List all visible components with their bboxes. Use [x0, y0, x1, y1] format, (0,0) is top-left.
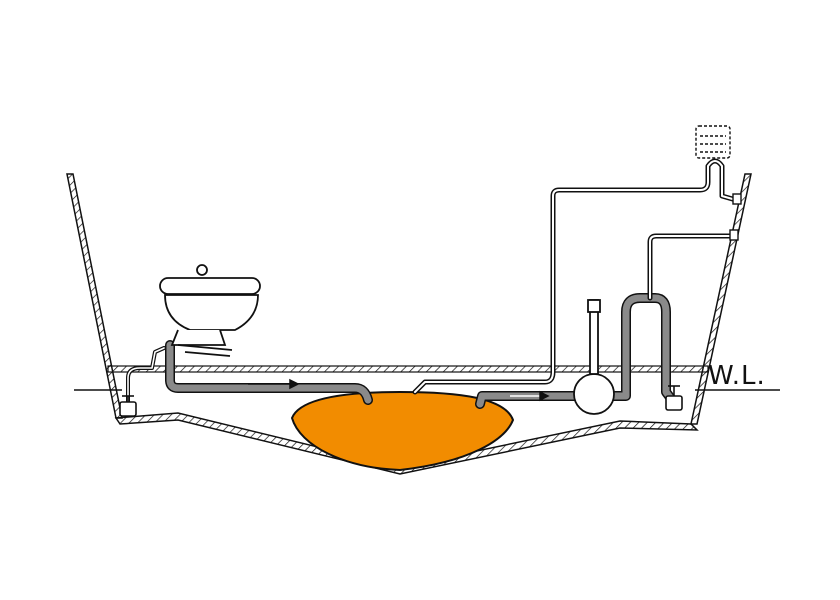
cabin-floor — [107, 365, 709, 373]
flow-arrow-icon — [248, 378, 550, 402]
vent-hose — [412, 158, 739, 395]
vent-fitting-icon — [695, 125, 731, 159]
seacock-valve-icon — [665, 385, 683, 411]
hoses — [126, 158, 739, 409]
waterline: W.L. — [74, 361, 780, 391]
toilet-icon — [159, 264, 261, 357]
seacock-valve-icon — [119, 395, 137, 417]
holding-tank-icon — [290, 390, 515, 472]
hand-pump-icon — [573, 299, 615, 415]
hull-fittings — [729, 193, 742, 241]
waterline-label: W.L. — [708, 361, 766, 391]
hull-side-port — [66, 173, 123, 419]
